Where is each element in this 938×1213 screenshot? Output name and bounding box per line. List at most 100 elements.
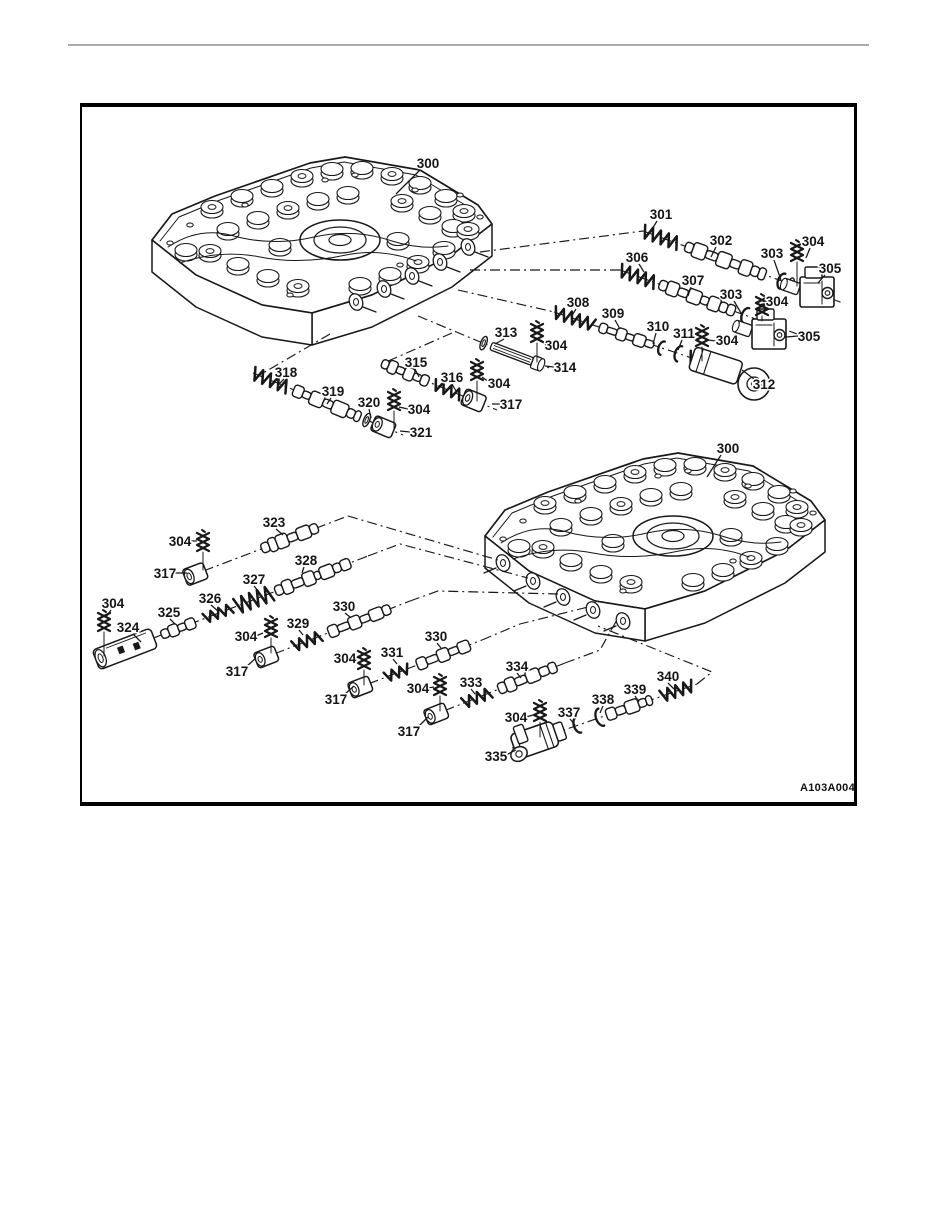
callout-303: 303 <box>761 246 784 261</box>
leader-line <box>614 319 621 330</box>
callout-320: 320 <box>358 395 381 410</box>
part-train-11 <box>423 661 559 726</box>
retainer-pin-304 <box>469 358 485 402</box>
leader-line <box>516 672 522 679</box>
leader-line <box>544 365 555 368</box>
centerline-dash <box>385 332 453 363</box>
leader-line <box>451 383 457 392</box>
callout-316: 316 <box>441 370 464 385</box>
callout-337: 337 <box>558 705 581 720</box>
centerline-dash <box>257 333 331 377</box>
leader-line <box>210 604 219 612</box>
callout-300: 300 <box>417 156 440 171</box>
leader-line <box>368 408 372 419</box>
callout-326: 326 <box>199 591 222 606</box>
part-train-4 <box>479 335 546 372</box>
centerline-dash <box>481 606 589 641</box>
leader-line <box>344 612 351 618</box>
leader-line <box>255 632 264 637</box>
callout-330: 330 <box>425 629 448 644</box>
callout-339: 339 <box>624 682 647 697</box>
leader-line <box>354 656 362 659</box>
leader-line <box>638 263 645 273</box>
callout-314: 314 <box>554 360 577 375</box>
leader-line <box>414 368 420 378</box>
callout-302: 302 <box>710 233 733 248</box>
callout-304: 304 <box>235 629 258 644</box>
leader-line <box>569 718 576 726</box>
leader-line <box>298 629 304 636</box>
leader-line <box>667 682 675 690</box>
leader-line <box>817 274 826 284</box>
leader-line <box>773 259 782 281</box>
leader-line <box>599 705 604 714</box>
leader-line <box>706 454 722 478</box>
leader-line <box>494 338 505 345</box>
part-train-5 <box>380 359 487 413</box>
leader-line <box>470 688 476 695</box>
leader-line <box>710 246 717 258</box>
leader-line <box>785 335 799 338</box>
leader-line <box>758 302 768 306</box>
centerline-dash <box>479 230 644 253</box>
centerline-dash <box>367 543 529 579</box>
leader-line <box>344 685 355 695</box>
leader-line <box>399 430 411 433</box>
leader-line <box>540 339 547 346</box>
centerline-dash <box>564 617 619 664</box>
solenoid-305 <box>779 266 835 308</box>
retainer-pin-304 <box>96 609 112 657</box>
retainer-pin-304 <box>694 324 710 362</box>
leader-line <box>677 339 683 351</box>
leader-line <box>436 642 442 649</box>
callout-301: 301 <box>650 207 673 222</box>
callout-304: 304 <box>488 376 511 391</box>
callout-319: 319 <box>322 384 345 399</box>
callout-307: 307 <box>682 273 705 288</box>
retainer-pin-304 <box>432 673 448 712</box>
callout-311: 311 <box>673 326 695 341</box>
retainer-pin-304 <box>789 239 805 287</box>
callout-304: 304 <box>334 651 357 666</box>
callout-317: 317 <box>398 724 421 739</box>
leader-line <box>805 247 811 259</box>
centerline-dash <box>457 289 555 313</box>
leader-line <box>687 286 692 297</box>
leader-line <box>275 528 284 536</box>
figure-code: A103A004 <box>800 782 855 794</box>
callout-304: 304 <box>716 333 739 348</box>
retainer-pin-304 <box>532 699 548 738</box>
leader-line <box>733 300 742 314</box>
callout-329: 329 <box>287 616 310 631</box>
callout-309: 309 <box>602 306 625 321</box>
leader-line <box>570 308 577 318</box>
callout-304: 304 <box>505 710 528 725</box>
callout-304: 304 <box>407 681 430 696</box>
leader-line <box>277 378 285 386</box>
leader-line <box>326 397 332 405</box>
centerline-dash <box>409 590 559 602</box>
leader-line <box>427 686 435 689</box>
centerline-dash <box>417 315 479 342</box>
retainer-pin-304 <box>263 615 279 654</box>
callout-305: 305 <box>798 329 821 344</box>
retainer-pin-304 <box>529 320 545 363</box>
callout-317: 317 <box>154 566 177 581</box>
leader-line <box>417 716 429 728</box>
callout-310: 310 <box>647 319 670 334</box>
callout-303: 303 <box>720 287 743 302</box>
part-train-10 <box>347 639 472 699</box>
part-train-2 <box>620 262 751 325</box>
callout-334: 334 <box>506 659 529 674</box>
leader-line <box>505 749 517 756</box>
leader-line <box>525 714 534 718</box>
callout-327: 327 <box>243 572 266 587</box>
callout-304: 304 <box>545 338 568 353</box>
callout-325: 325 <box>158 605 181 620</box>
callout-315: 315 <box>405 355 428 370</box>
leader-line <box>481 376 490 383</box>
leader-line <box>652 332 657 345</box>
